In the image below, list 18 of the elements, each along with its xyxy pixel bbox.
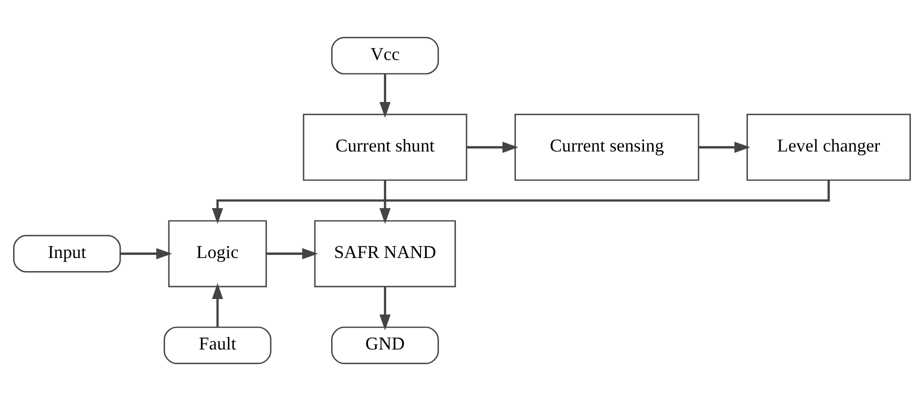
- arrow: [379, 73, 391, 118]
- arrow: [120, 248, 172, 259]
- node-box: Vcc: [331, 36, 439, 74]
- node-box: GND: [331, 326, 439, 364]
- node-box: Input: [13, 234, 121, 272]
- arrow: [212, 282, 224, 327]
- node-box: Fault: [164, 326, 272, 364]
- arrow: [379, 286, 391, 330]
- arrow: [212, 180, 830, 224]
- node-box: Level changer: [746, 113, 911, 180]
- arrow: [698, 141, 750, 152]
- node-box: Logic: [168, 220, 267, 287]
- node-box: SAFR NAND: [314, 220, 456, 287]
- arrow: [266, 248, 318, 259]
- arrow: [466, 141, 518, 152]
- node-box: Current shunt: [302, 113, 468, 180]
- node-box: Current sensing: [514, 113, 700, 180]
- arrow: [379, 180, 391, 224]
